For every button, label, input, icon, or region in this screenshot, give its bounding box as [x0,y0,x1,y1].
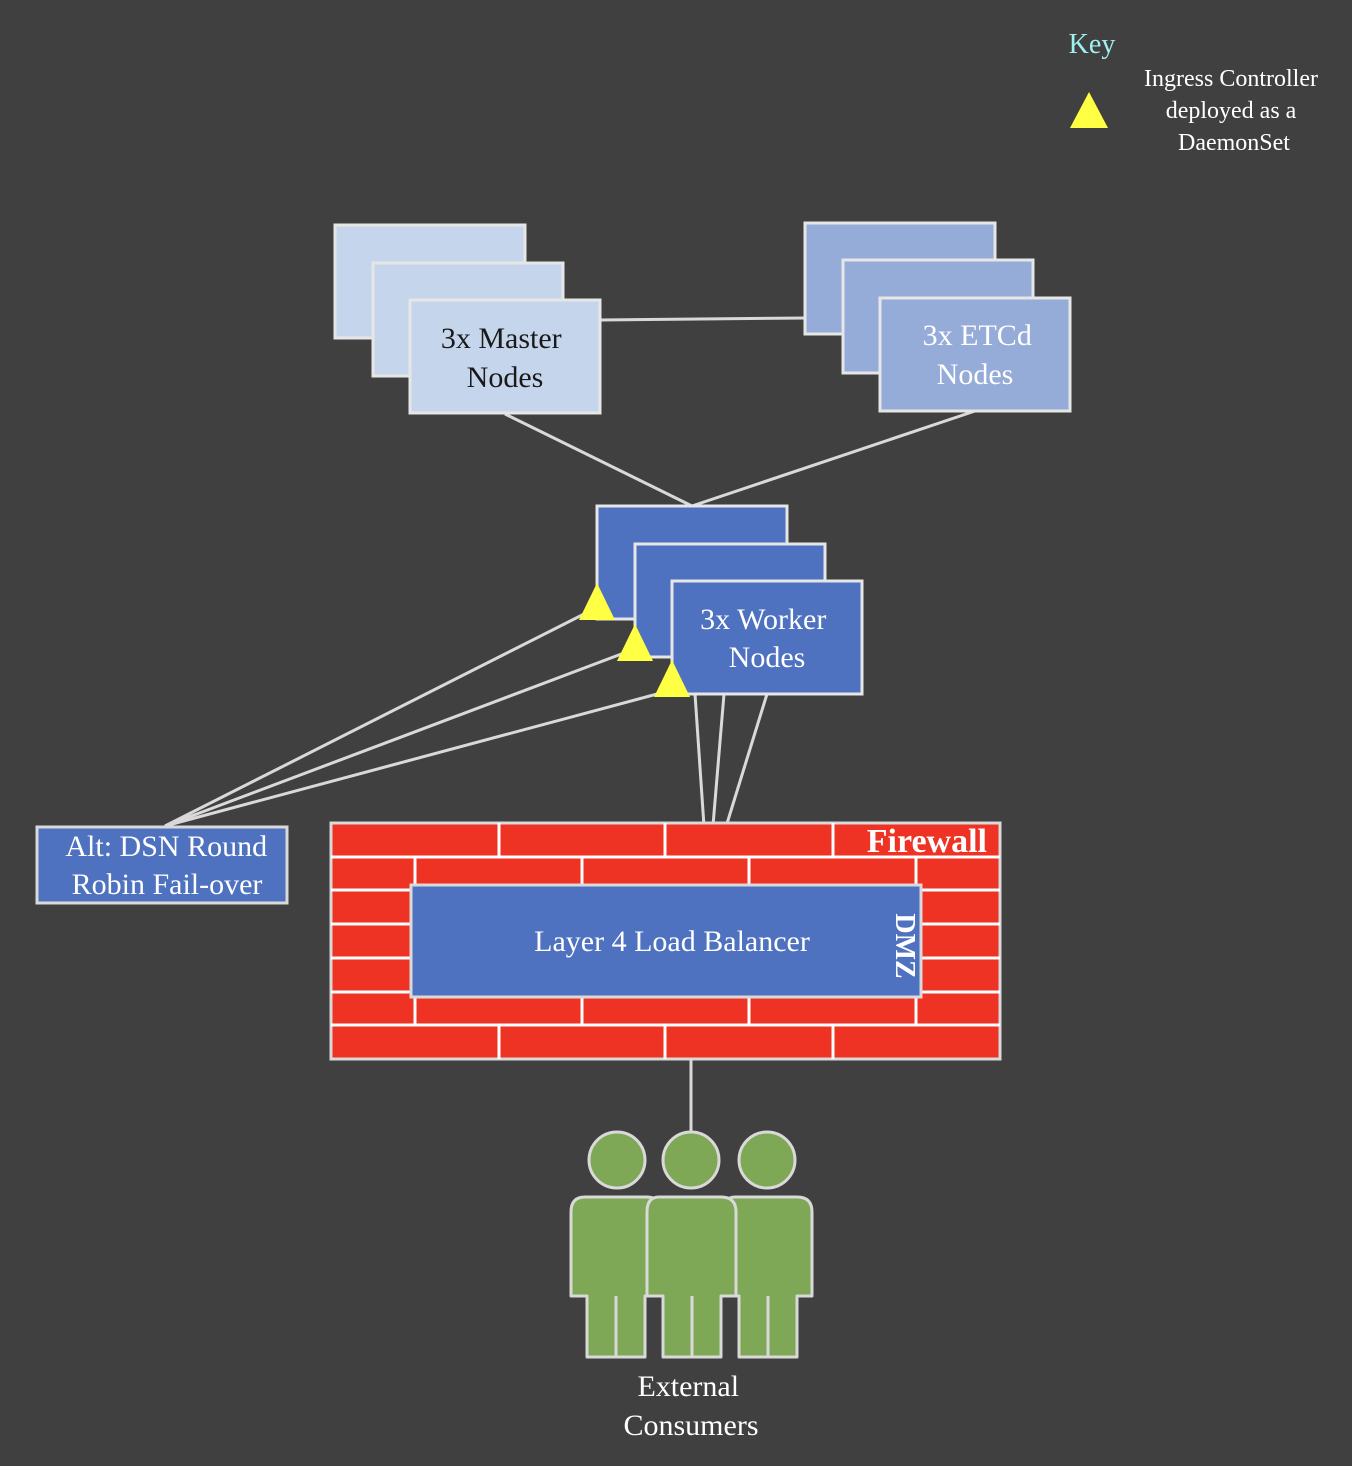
connector-dns-worker-3 [164,688,673,828]
ingress-controller-triangle-icon [579,583,615,620]
load-balancer-rect [409,883,923,999]
etcd-nodes: 3x ETCd Nodes [803,221,1072,413]
dns-failover-box: Alt: DSN Round Robin Fail-over [35,825,289,905]
master-node-front [408,298,602,415]
person-icon [645,1130,738,1359]
etcd-nodes-label: 3x ETCd Nodes [923,319,1040,391]
load-balancer: Layer 4 Load Balancer DMZ [409,883,923,999]
worker-nodes: 3x Worker Nodes [579,504,864,697]
worker-nodes-label: 3x Worker Nodes [700,603,834,674]
dns-failover-rect [35,825,289,905]
master-nodes: 3x Master Nodes [333,223,602,415]
consumers-label: External Consumers [624,1370,759,1442]
master-nodes-label: 3x Master Nodes [441,322,569,394]
yellow-triangle-icon [1070,92,1108,128]
ingress-controller-triangle-icon [617,624,653,661]
load-balancer-label: Layer 4 Load Balancer [534,925,810,958]
legend: Key Ingress Controller deployed as a Dae… [1069,29,1324,156]
connector-master-etcd [600,316,807,322]
connector-dns-worker-2 [164,648,633,828]
legend-title: Key [1069,29,1116,60]
person-icon [569,1130,662,1359]
dmz-label: DMZ [889,913,920,978]
connector-etcd-worker [691,409,976,508]
legend-text: Ingress Controller deployed as a DaemonS… [1144,66,1324,156]
firewall-label: Firewall [867,823,987,860]
dns-failover-label: Alt: DSN Round Robin Fail-over [65,830,274,901]
connector-master-worker [504,412,693,508]
people-group-icon [569,1130,814,1359]
worker-node-front [670,579,864,696]
connector-dns-worker-1 [164,608,593,828]
connectors [164,316,976,1135]
etcd-node-front [878,296,1072,413]
ingress-controller-triangle-icon [654,660,690,697]
